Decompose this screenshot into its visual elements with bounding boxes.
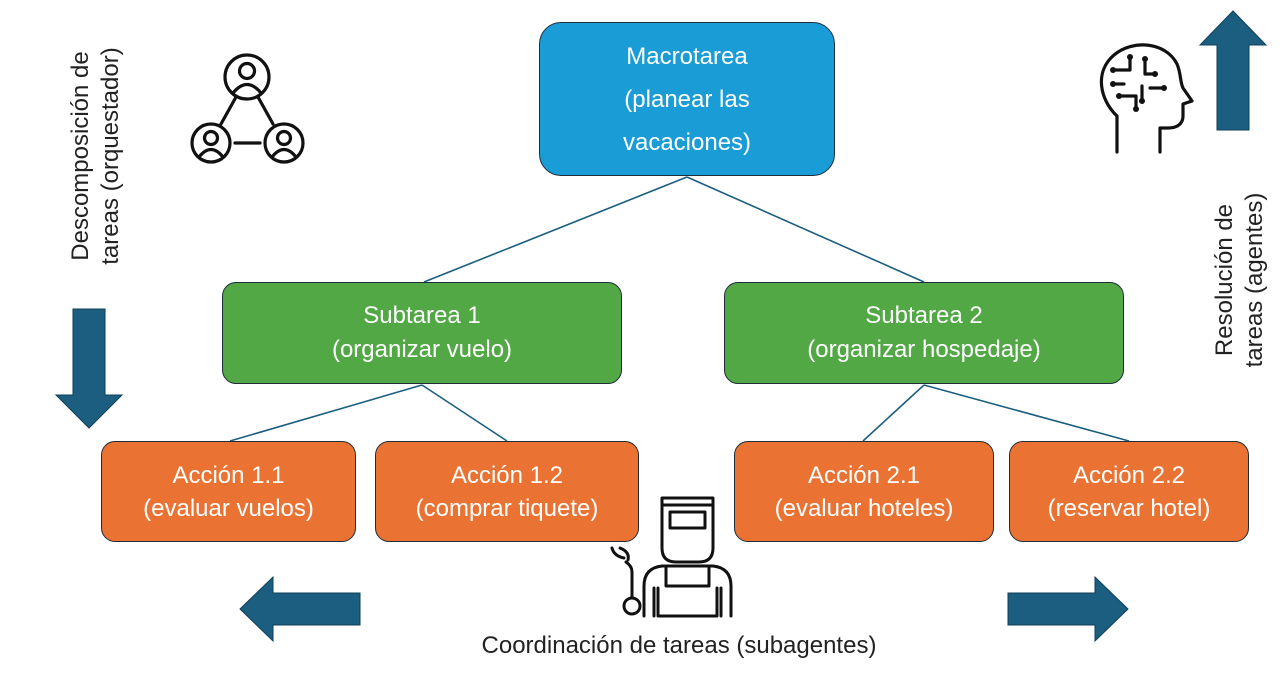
arrow-up-icon xyxy=(1198,10,1268,131)
connector-subtask2-action21 xyxy=(862,384,925,442)
action-2-1-title: Acción 2.1 xyxy=(807,461,921,489)
subtask-1-title: Subtarea 1 xyxy=(363,302,481,329)
people-network-icon xyxy=(190,53,305,164)
macrotask-detail-line2: vacaciones) xyxy=(622,128,752,156)
subtask-2-node: Subtarea 2 (organizar hospedaje) xyxy=(724,282,1124,384)
ai-head-icon xyxy=(1099,43,1194,154)
connector-subtask1-action12 xyxy=(421,384,508,442)
connector-subtask2-action22 xyxy=(923,384,1130,442)
macrotask-detail-line1: (planear las xyxy=(624,85,750,113)
action-1-2-node: Acción 1.2 (comprar tiquete) xyxy=(375,441,639,542)
welder-worker-icon xyxy=(610,496,733,618)
action-1-1-detail: (evaluar vuelos) xyxy=(143,494,314,522)
action-1-1-node: Acción 1.1 (evaluar vuelos) xyxy=(101,441,356,542)
task-resolution-label: Resolución de tareas (agentes) xyxy=(1210,180,1270,380)
action-1-2-title: Acción 1.2 xyxy=(450,461,564,489)
arrow-down-icon xyxy=(54,308,124,429)
arrow-left-icon xyxy=(239,575,361,643)
task-coordination-label: Coordinación de tareas (subagentes) xyxy=(481,632,877,659)
macrotask-node: Macrotarea (planear las vacaciones) xyxy=(539,22,835,176)
subtask-1-node: Subtarea 1 (organizar vuelo) xyxy=(222,282,622,384)
arrow-right-icon xyxy=(1007,575,1129,643)
action-2-2-node: Acción 2.2 (reservar hotel) xyxy=(1009,441,1249,542)
action-1-1-title: Acción 1.1 xyxy=(172,461,285,489)
action-2-2-title: Acción 2.2 xyxy=(1072,461,1186,489)
connector-root-subtask1 xyxy=(423,176,688,283)
subtask-2-detail: (organizar hospedaje) xyxy=(807,336,1041,363)
connector-lines xyxy=(229,176,1130,442)
task-resolution-line2: tareas (agentes) xyxy=(1241,192,1268,368)
action-2-1-node: Acción 2.1 (evaluar hoteles) xyxy=(734,441,994,542)
task-decomposition-label: Descomposición de tareas (orquestador) xyxy=(66,36,126,276)
macrotask-title: Macrotarea xyxy=(626,42,748,70)
subtask-1-detail: (organizar vuelo) xyxy=(331,336,513,363)
subtask-2-title: Subtarea 2 xyxy=(865,302,983,329)
action-1-2-detail: (comprar tiquete) xyxy=(415,494,599,522)
task-decomposition-line2: tareas (orquestador) xyxy=(97,47,124,265)
connector-subtask1-action11 xyxy=(229,384,423,442)
action-2-1-detail: (evaluar hoteles) xyxy=(774,494,954,522)
task-resolution-line1: Resolución de xyxy=(1211,203,1238,357)
connector-root-subtask2 xyxy=(686,176,925,283)
task-decomposition-line1: Descomposición de xyxy=(67,51,94,261)
action-2-2-detail: (reservar hotel) xyxy=(1047,494,1211,522)
